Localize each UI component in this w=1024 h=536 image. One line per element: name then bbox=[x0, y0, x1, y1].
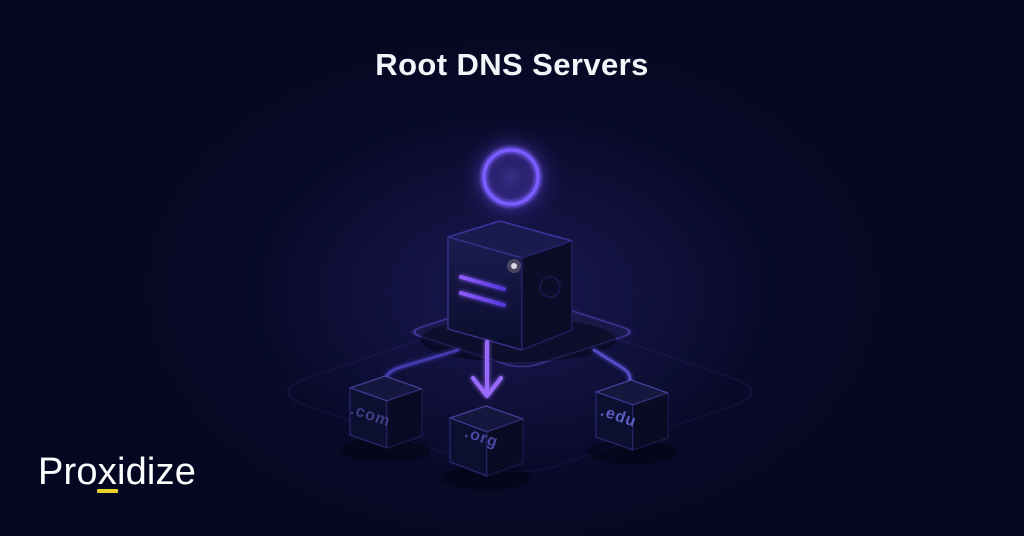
down-arrow-icon bbox=[471, 340, 503, 398]
server-vent-line bbox=[459, 291, 506, 307]
tld-box-com: .com bbox=[348, 375, 423, 449]
tld-shadow bbox=[441, 466, 531, 490]
root-server-icon bbox=[447, 220, 573, 351]
tld-shadow bbox=[587, 440, 677, 464]
tld-box-org: .org bbox=[449, 405, 524, 477]
server-vent-line bbox=[459, 275, 506, 291]
page-title: Root DNS Servers bbox=[375, 47, 649, 82]
server-led-icon bbox=[511, 263, 517, 269]
orb-halo bbox=[459, 125, 563, 229]
logo-accent-underline: x bbox=[96, 451, 119, 493]
server-port-icon bbox=[539, 276, 561, 298]
tld-shadow bbox=[341, 438, 431, 462]
connector-right bbox=[592, 348, 632, 390]
tld-box-edu: .edu bbox=[595, 379, 669, 451]
proxidize-logo: Proxidize bbox=[38, 451, 197, 494]
logo-text-pre: Pro bbox=[38, 451, 98, 493]
logo-text-post: idize bbox=[116, 451, 197, 493]
